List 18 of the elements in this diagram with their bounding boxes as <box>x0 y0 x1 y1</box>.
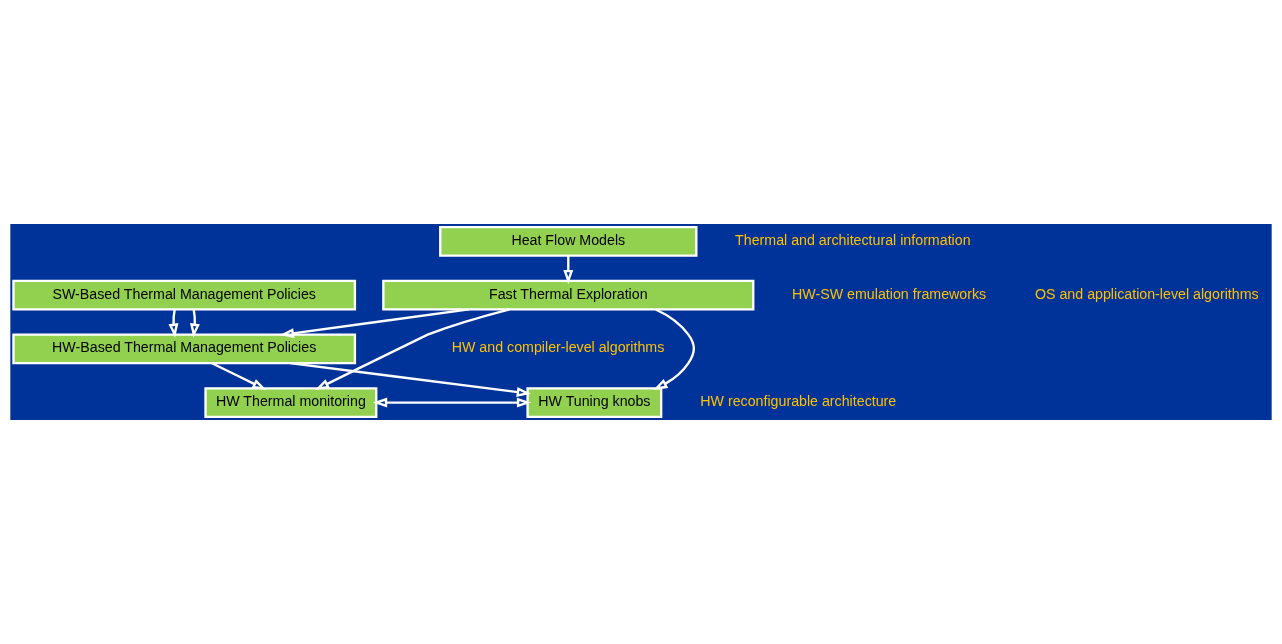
label: Thermal and architectural information <box>735 231 971 248</box>
node-box: Fast Thermal Exploration <box>382 279 755 311</box>
arrow <box>168 309 179 338</box>
node-box: HW Tuning knobs <box>526 387 663 419</box>
node-box: SW-Based Thermal Management Policies <box>12 279 357 311</box>
arrow <box>314 308 510 390</box>
arrow <box>289 361 531 397</box>
node-box: Heat Flow Models <box>439 225 698 257</box>
arrow <box>279 308 470 339</box>
node-box: HW Thermal monitoring <box>204 387 378 419</box>
arrow <box>211 362 267 390</box>
arrow <box>372 397 532 408</box>
node-box: HW-Based Thermal Management Policies <box>12 333 357 365</box>
label: HW reconfigurable architecture <box>700 393 897 410</box>
label: HW and compiler-level algorithms <box>451 339 665 356</box>
label: HW-SW emulation frameworks <box>792 285 987 302</box>
arrow <box>653 308 695 390</box>
label: OS and application-level algorithms <box>1034 285 1259 302</box>
